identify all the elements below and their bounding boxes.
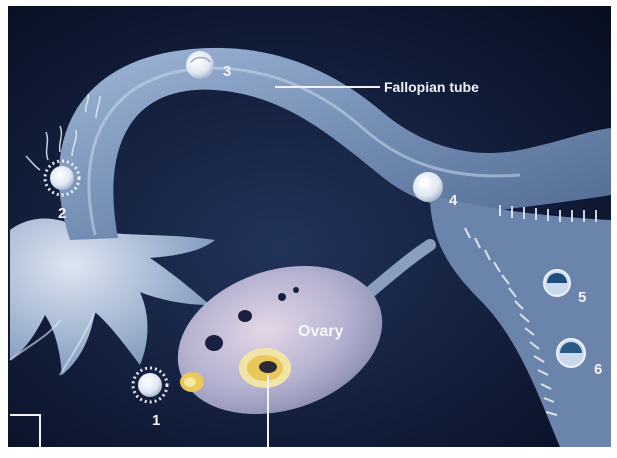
- ruptured-follicle: [180, 372, 204, 392]
- fallopian-tube-label: Fallopian tube: [384, 79, 479, 95]
- implantation-stage-6: [557, 339, 585, 367]
- stage-number-5: 5: [578, 289, 586, 306]
- mature-follicle: [239, 348, 291, 388]
- stage-number-2: 2: [58, 205, 66, 222]
- stage-number-6: 6: [594, 361, 602, 378]
- stage-number-3: 3: [223, 63, 231, 80]
- embryo-stage-3: [186, 51, 214, 79]
- ovary-label: Ovary: [298, 323, 343, 340]
- stage-number-1: 1: [152, 412, 160, 429]
- blastocyst-stage-5: [544, 270, 570, 296]
- stage-number-4: 4: [449, 192, 458, 209]
- embryo-stage-4: [413, 172, 443, 202]
